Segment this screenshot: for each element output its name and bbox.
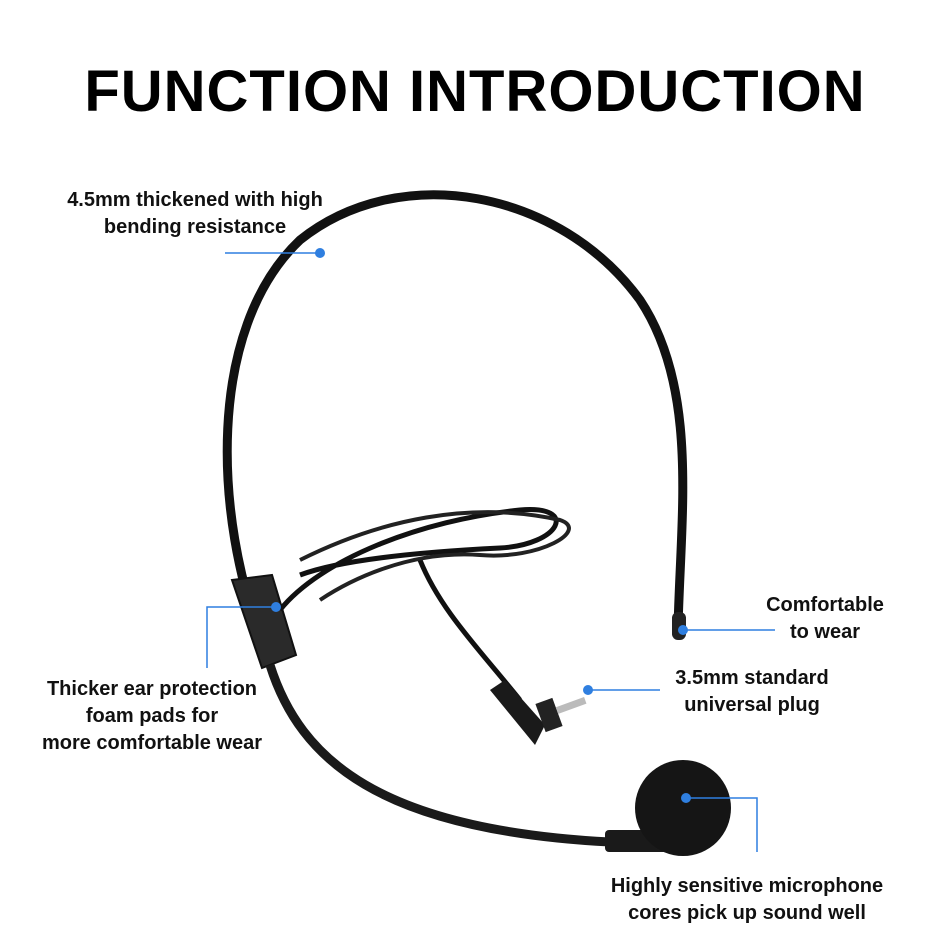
callout-dot-foam [271, 602, 281, 612]
mic-foam [635, 760, 731, 856]
callout-text: more comfortable wear [41, 732, 263, 754]
headband [222, 190, 688, 645]
callout-text: cores pick up sound well [628, 902, 866, 924]
callout-text: Highly sensitive microphone [610, 875, 884, 897]
plug-body [490, 680, 545, 745]
boom-arm [265, 663, 611, 847]
page-title: FUNCTION INTRODUCTION [84, 59, 866, 124]
callout-text: foam pads for [85, 705, 219, 727]
callout-text: Comfortable [766, 594, 884, 616]
callout-dot-plug [583, 685, 593, 695]
callout-text: bending resistance [103, 216, 287, 238]
callout-foam: Thicker ear protection foam pads for mor… [22, 676, 282, 757]
callout-text: 3.5mm standard [675, 667, 829, 689]
plug-pin [555, 697, 587, 714]
callout-text: universal plug [684, 694, 820, 716]
callout-line-mic [686, 797, 758, 852]
callout-comfort: Comfortable to wear [745, 592, 905, 646]
callout-text: Thicker ear protection [46, 678, 258, 700]
plug-connector [535, 697, 563, 733]
ear-pad [230, 573, 298, 670]
callout-headband: 4.5mm thickened with high bending resist… [45, 187, 345, 241]
callout-text: to wear [789, 621, 861, 643]
callout-line-foam [206, 606, 276, 668]
callout-dot-headband [315, 248, 325, 258]
callout-dot-comfort [678, 625, 688, 635]
callout-plug: 3.5mm standard universal plug [652, 665, 852, 719]
callout-text: 4.5mm thickened with high [67, 189, 323, 211]
cable-loops [299, 510, 571, 602]
callout-dot-mic [681, 793, 691, 803]
callout-mic: Highly sensitive microphone cores pick u… [587, 873, 907, 927]
cable [278, 507, 559, 702]
